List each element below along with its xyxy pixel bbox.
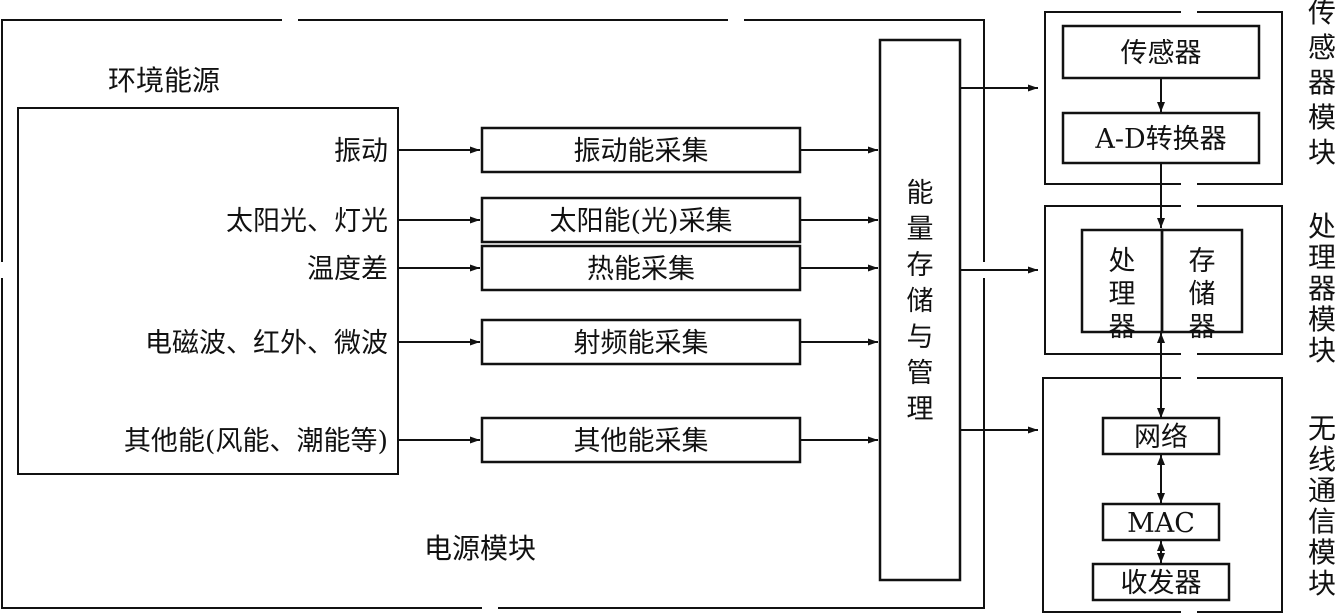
source-label: 温度差 [307,254,388,285]
harvester-label: 振动能采集 [574,136,709,167]
storage-label-char: 能 [907,178,934,209]
transceiver-label: 收发器 [1121,568,1202,599]
env-title: 环境能源 [108,64,220,97]
sensor-label: 传感器 [1121,38,1202,69]
harvester-label: 热能采集 [587,254,695,285]
storage-label-char: 管 [907,358,934,389]
wireless-module-label-char: 通 [1308,474,1336,507]
power-module-title: 电源模块 [424,532,536,565]
source-label: 其他能(风能、潮能等) [124,426,388,457]
harvester-label: 其他能采集 [574,426,709,457]
storage-box [878,38,962,582]
sensor-module-label-char: 块 [1308,136,1336,169]
storage-label-char: 与 [907,322,934,353]
harvester-label: 射频能采集 [574,328,709,359]
memory-label: 存储器 [1189,246,1216,343]
harvester-label: 太阳能(光)采集 [549,206,732,237]
sensor-module-label-char: 传 [1308,0,1336,29]
processor-label: 处理器 [1109,246,1136,343]
sensor-module-label-char: 模 [1308,101,1336,134]
transceiver-box [1091,562,1231,602]
mac-label: MAC [1127,508,1195,539]
network-box [1101,416,1221,456]
network-label: 网络 [1134,422,1188,453]
wireless-module-label-char: 模 [1308,536,1336,569]
sensor-module-label-char: 器 [1308,66,1336,99]
memory-label-char: 存 [1189,246,1216,277]
processing-module-label-char: 处 [1308,210,1336,243]
source-label: 太阳光、灯光 [226,206,388,237]
processing-module-label-char: 理 [1308,241,1336,274]
mac-box [1101,502,1221,542]
memory-box [1160,228,1244,334]
wireless-module-frame [1042,377,1283,613]
processing-module-label-char: 器 [1308,272,1336,305]
processor-label-char: 器 [1109,312,1136,343]
sensor-module-label-char: 感 [1308,31,1336,64]
storage-label-char: 存 [907,250,934,281]
env-sources-box [17,107,399,475]
storage-label-char: 储 [907,286,934,317]
source-label: 振动 [334,136,388,167]
source-label: 电磁波、红外、微波 [145,328,388,359]
processor-label-char: 处 [1109,246,1136,277]
wireless-module-label-char: 信 [1308,505,1336,538]
wireless-module-label-char: 无 [1308,412,1336,445]
storage-label-char: 理 [907,394,934,425]
memory-label-char: 储 [1189,279,1216,310]
sensor-module-frame [1044,11,1283,185]
processing-module-label-char: 块 [1308,334,1336,367]
storage-label-char: 量 [907,214,934,245]
processor-label-char: 理 [1109,279,1136,310]
memory-label-char: 器 [1189,312,1216,343]
wireless-module-label-char: 块 [1308,567,1336,600]
processing-module-label-char: 模 [1308,303,1336,336]
wireless-module-label-char: 线 [1308,443,1336,476]
adc-label: A-D转换器 [1094,124,1226,155]
